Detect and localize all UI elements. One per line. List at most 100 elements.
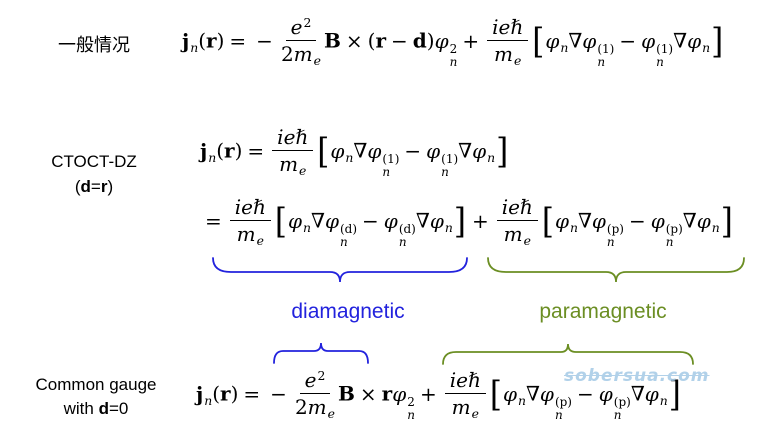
math-token: − [362, 208, 379, 233]
big-bracket: ] [720, 201, 733, 242]
math-token: φn [545, 28, 569, 55]
math-token: + [419, 381, 437, 406]
label-general-case: 一般情况 [58, 35, 130, 55]
ctoct-d-vector: d [80, 177, 91, 196]
label-ctoct-dz: CTOCT-DZ (d=r) [18, 149, 170, 199]
math-token: φn [554, 208, 578, 235]
paramagnetic-overbrace [442, 343, 694, 365]
math-token: jn [182, 28, 199, 55]
math-token: B [337, 381, 355, 406]
math-token: ∇ [568, 28, 583, 53]
math-token: = [205, 208, 222, 233]
math-token: ∇ [682, 208, 697, 233]
math-token: r [224, 138, 235, 163]
math-token: me [307, 395, 335, 422]
big-bracket: ] [668, 374, 681, 415]
label-common-line1: Common gauge [35, 375, 157, 394]
label-common-gauge: Common gauge with d=0 [6, 373, 186, 421]
math-token: ∇ [353, 138, 368, 163]
big-bracket: [ [541, 201, 554, 242]
math-token: φn [429, 208, 453, 235]
math-token: ( [367, 28, 376, 53]
math-token: ) [426, 28, 435, 53]
math-token: 2 [294, 395, 308, 419]
math-token: ∇ [577, 208, 592, 233]
math-token: − [391, 28, 408, 53]
math-token: φ(1)n [367, 138, 400, 180]
math-token: = [243, 381, 261, 406]
diamagnetic-underbrace [212, 257, 468, 283]
fraction: ieℏ me [487, 15, 529, 69]
math-token: ∇ [630, 381, 645, 406]
math-token: B [323, 28, 341, 53]
label-ctoct-condition: (d=r) [18, 174, 170, 199]
math-token: ∇ [458, 138, 473, 163]
math-token: e2 [290, 15, 312, 39]
common-equals-zero: =0 [108, 399, 129, 418]
math-token: ) [234, 138, 243, 163]
math-token: me [293, 42, 321, 69]
math-token: me [494, 42, 522, 69]
ctoct-equals: = [90, 177, 101, 196]
watermark-text: sobersua.com [564, 366, 710, 386]
math-token: − [404, 138, 422, 163]
fraction: ieℏ me [272, 125, 314, 179]
math-token: ∇ [525, 381, 540, 406]
math-token: ieℏ [234, 195, 266, 219]
math-token: ) [230, 381, 239, 406]
math-token: φ(p)n [591, 208, 624, 250]
math-token: φ(1)n [582, 28, 615, 70]
math-token: ieℏ [449, 368, 481, 392]
big-bracket: ] [711, 21, 724, 62]
big-bracket: ] [496, 131, 509, 172]
math-token: − [619, 28, 637, 53]
big-bracket: [ [274, 201, 287, 242]
math-token: φn [696, 208, 720, 235]
math-token: r [381, 381, 393, 406]
math-token: φn [472, 138, 496, 165]
math-token: − [256, 28, 273, 53]
math-token: φn [502, 381, 526, 408]
ctoct-r-vector: r [100, 177, 108, 196]
math-token: φn [687, 28, 711, 55]
math-token: φ(p)n [539, 381, 572, 423]
label-ctoct-name: CTOCT-DZ [51, 152, 137, 171]
big-bracket: [ [317, 131, 330, 172]
ctoct-paren-open: ( [74, 177, 81, 196]
paramagnetic-label: paramagnetic [539, 300, 667, 323]
math-token: − [628, 208, 646, 233]
math-token: φn [644, 381, 668, 408]
math-token: = [247, 138, 265, 163]
label-common-condition: with d=0 [6, 397, 186, 421]
math-token: ieℏ [277, 125, 309, 149]
math-token: + [471, 208, 489, 233]
ctoct-paren-close: ) [107, 177, 114, 196]
math-token: me [451, 395, 479, 422]
math-token: + [462, 28, 480, 53]
math-token: me [279, 152, 307, 179]
math-token: φ(d)n [383, 208, 416, 250]
common-d-vector: d [98, 399, 109, 418]
math-token: e2 [304, 368, 326, 392]
math-token: φ(p)n [598, 381, 631, 423]
math-token: φ(d)n [324, 208, 358, 250]
math-token: × [345, 28, 363, 53]
math-token: × [359, 381, 377, 406]
math-token: me [503, 222, 531, 249]
math-token: d [412, 28, 427, 53]
math-token: φ(1)n [426, 138, 459, 180]
math-token: ieℏ [492, 15, 524, 39]
math-token: ( [198, 28, 207, 53]
common-with: with [63, 399, 99, 418]
math-token: ) [216, 28, 225, 53]
math-token: = [229, 28, 247, 53]
math-token: φn [330, 138, 354, 165]
